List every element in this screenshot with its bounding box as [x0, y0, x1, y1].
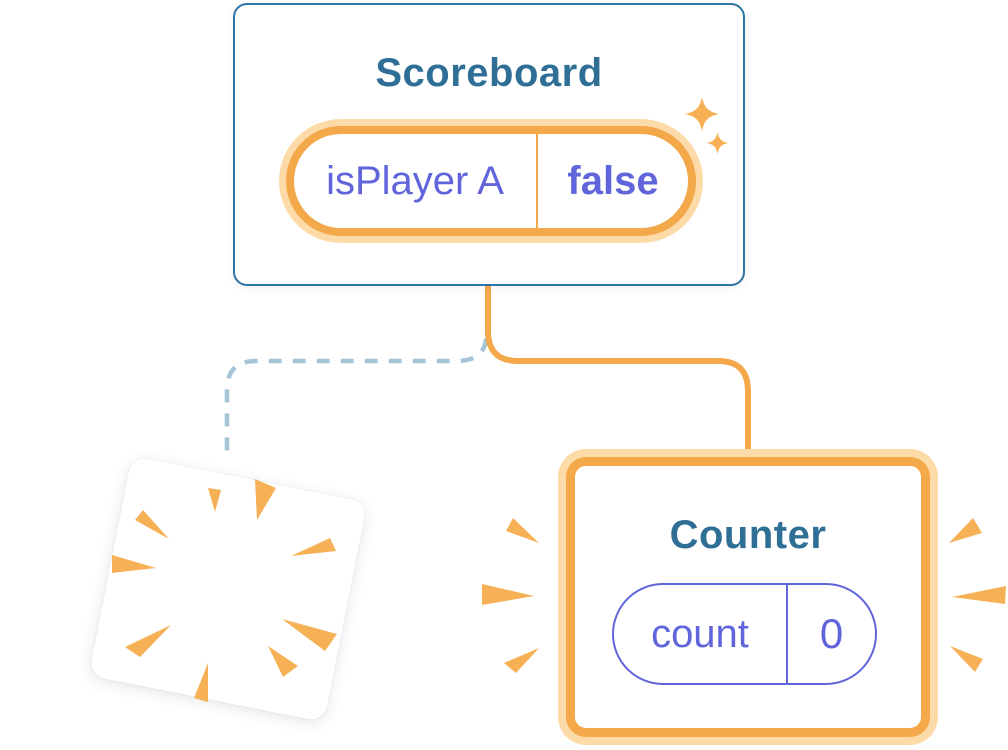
burst-ray: [952, 586, 1006, 604]
scoreboard-title: Scoreboard: [375, 51, 603, 95]
dashed-connector-to-removed-card: [224, 338, 489, 461]
pill-divider: [536, 134, 538, 228]
state-value: 0: [819, 610, 844, 657]
pill-divider: [786, 585, 788, 683]
burst-ray: [506, 518, 539, 543]
burst-ray: [950, 646, 983, 672]
solid-connector-to-counter: [485, 282, 751, 459]
scoreboard-state-pill: isPlayer A false: [286, 126, 696, 236]
state-name: isPlayer A: [326, 158, 504, 203]
scoreboard-card: Scoreboard isPlayer A false: [233, 3, 745, 286]
emphasis-burst-icon-left: [482, 518, 539, 673]
counter-card: Counter count 0: [566, 457, 930, 737]
burst-ray: [949, 518, 982, 543]
counter-title: Counter: [669, 513, 827, 557]
burst-ray: [504, 648, 539, 673]
state-name: count: [651, 611, 749, 656]
burst-ray: [482, 584, 534, 605]
counter-state-pill: count 0: [612, 583, 877, 685]
removed-component-card: [88, 455, 368, 723]
emphasis-burst-icon-right: [949, 518, 1006, 672]
state-value: false: [567, 158, 659, 203]
